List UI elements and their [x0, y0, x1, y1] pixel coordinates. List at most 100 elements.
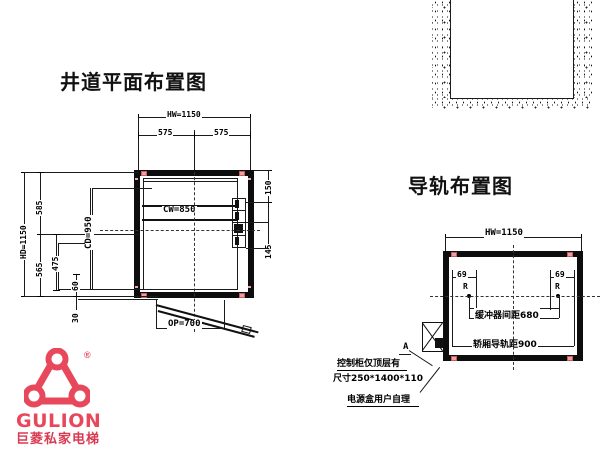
ext-line [250, 117, 251, 172]
note-power-box: 电源盒用户自理 [347, 392, 419, 407]
dim-tick [53, 290, 60, 291]
anchor-bolt [141, 293, 147, 298]
plan-title: 井道平面布置图 [60, 70, 207, 94]
dim-line-cw-2 [142, 219, 238, 221]
ext-line [24, 296, 79, 297]
anchor-bolt [248, 286, 251, 288]
control-cabinet-symbol [422, 322, 444, 352]
wall-hatch-bottom [432, 98, 592, 110]
block-top [58, 243, 93, 244]
ext-line-center [194, 130, 195, 172]
rail-wall-left [443, 251, 449, 361]
car-outline [143, 178, 238, 290]
ext-line [246, 222, 269, 223]
anchor-bolt [239, 293, 245, 298]
leader-line-cabinet [408, 350, 433, 367]
inner-rect-top [92, 188, 152, 189]
brand-name-cn: 巨菱私家电梯 [16, 432, 101, 447]
anchor-bolt [135, 286, 138, 288]
car-edge-top-inner [143, 181, 238, 182]
car-edge-right [237, 178, 238, 290]
note-size: 尺寸250*1400*110 [333, 374, 424, 384]
section-mark-underline [399, 354, 411, 355]
dim-hd: HD=1150 [19, 224, 28, 260]
ext-line [581, 237, 582, 253]
anchor-bolt [451, 252, 457, 257]
inner-shaft-rect [92, 188, 152, 290]
dim-tick [138, 132, 139, 139]
rail-center-vertical [513, 245, 514, 370]
bracket-fill [235, 237, 239, 245]
rail-wall-right [577, 251, 583, 361]
gulion-triangle-icon [22, 347, 92, 410]
dim-half-right: 575 [213, 128, 230, 137]
bracket-fill [234, 224, 243, 233]
ext-line [469, 296, 470, 318]
anchor-bolt [567, 356, 573, 361]
wall-inner-line-right [573, 0, 574, 98]
ext-line-op [224, 300, 225, 328]
dim-tick [73, 274, 80, 275]
ext-line [559, 296, 560, 318]
bracket-line [245, 198, 246, 248]
dim-tick [37, 296, 44, 297]
ext-line [445, 237, 446, 253]
dim-150: 150 [264, 179, 273, 196]
anchor-bolt [451, 356, 457, 361]
concrete-wall-section [432, 0, 592, 110]
anchor-bolt [135, 178, 138, 180]
hoistway-plan-drawing: HW=1150 575 575 [0, 0, 300, 345]
wall-hatch-left [432, 0, 450, 98]
car-edge-bottom [143, 289, 238, 290]
dim-tick [250, 132, 251, 139]
rail-marker-right-label: R [555, 282, 560, 291]
dim-line-right [268, 170, 269, 248]
dim-tick [194, 132, 195, 139]
wall-hatch-right [574, 0, 592, 98]
guide-rail-bracket [232, 198, 246, 248]
guide-rail-layout-drawing: HW=1150 69 69 R R 缓 [330, 220, 600, 390]
dim-op: OP=700 [167, 319, 202, 329]
ext-line [254, 170, 270, 171]
inner-rect-bottom [92, 289, 152, 290]
rail-marker-left-label: R [463, 282, 468, 291]
bracket-fill [235, 212, 239, 220]
dim-475: 475 [51, 255, 60, 272]
anchor-bolt [248, 178, 251, 180]
bracket-line [232, 235, 246, 236]
dim-cw: CW=850 [162, 205, 197, 215]
anchor-bolt [141, 171, 147, 176]
dim-half-left: 575 [157, 128, 174, 137]
car-edge-left [143, 178, 144, 290]
dim-145: 145 [264, 243, 273, 260]
center-line-horizontal [100, 230, 260, 231]
rail-title: 导轨布置图 [408, 174, 513, 198]
dim-69-right: 69 [554, 270, 566, 279]
car-edge-top [143, 178, 238, 179]
dim-30: 30 [71, 312, 80, 324]
dim-car-rail-distance: 轿厢导轨距900 [472, 337, 538, 350]
dim-rail-hw: HW=1150 [484, 228, 524, 238]
ext-line-69-left2 [476, 270, 477, 310]
ext-line [138, 117, 139, 172]
bracket-line [232, 198, 233, 248]
bracket-line [232, 210, 246, 211]
offset-line-30b [78, 299, 158, 300]
ext-line [24, 172, 139, 173]
bracket-fill [235, 200, 239, 208]
anchor-bolt [567, 252, 573, 257]
section-mark-a: A [403, 342, 409, 352]
anchor-bolt [239, 171, 245, 176]
ext-line [574, 310, 575, 346]
dim-hw: HW=1150 [166, 110, 202, 119]
note-control-cabinet: 控制柜仅顶层有 [337, 356, 407, 371]
notes-block: A 控制柜仅顶层有 尺寸250*1400*110 电源盒用户自理 [325, 342, 505, 414]
logo-svg [22, 347, 92, 408]
rail-center-horizontal [430, 296, 600, 297]
brand-logo: ® GULION 巨菱私家电梯 [8, 347, 128, 447]
offset-line-30 [78, 296, 158, 297]
registered-trademark-icon: ® [84, 350, 91, 360]
brand-name: GULION [16, 410, 102, 432]
ext-line-69-right2 [574, 270, 575, 310]
